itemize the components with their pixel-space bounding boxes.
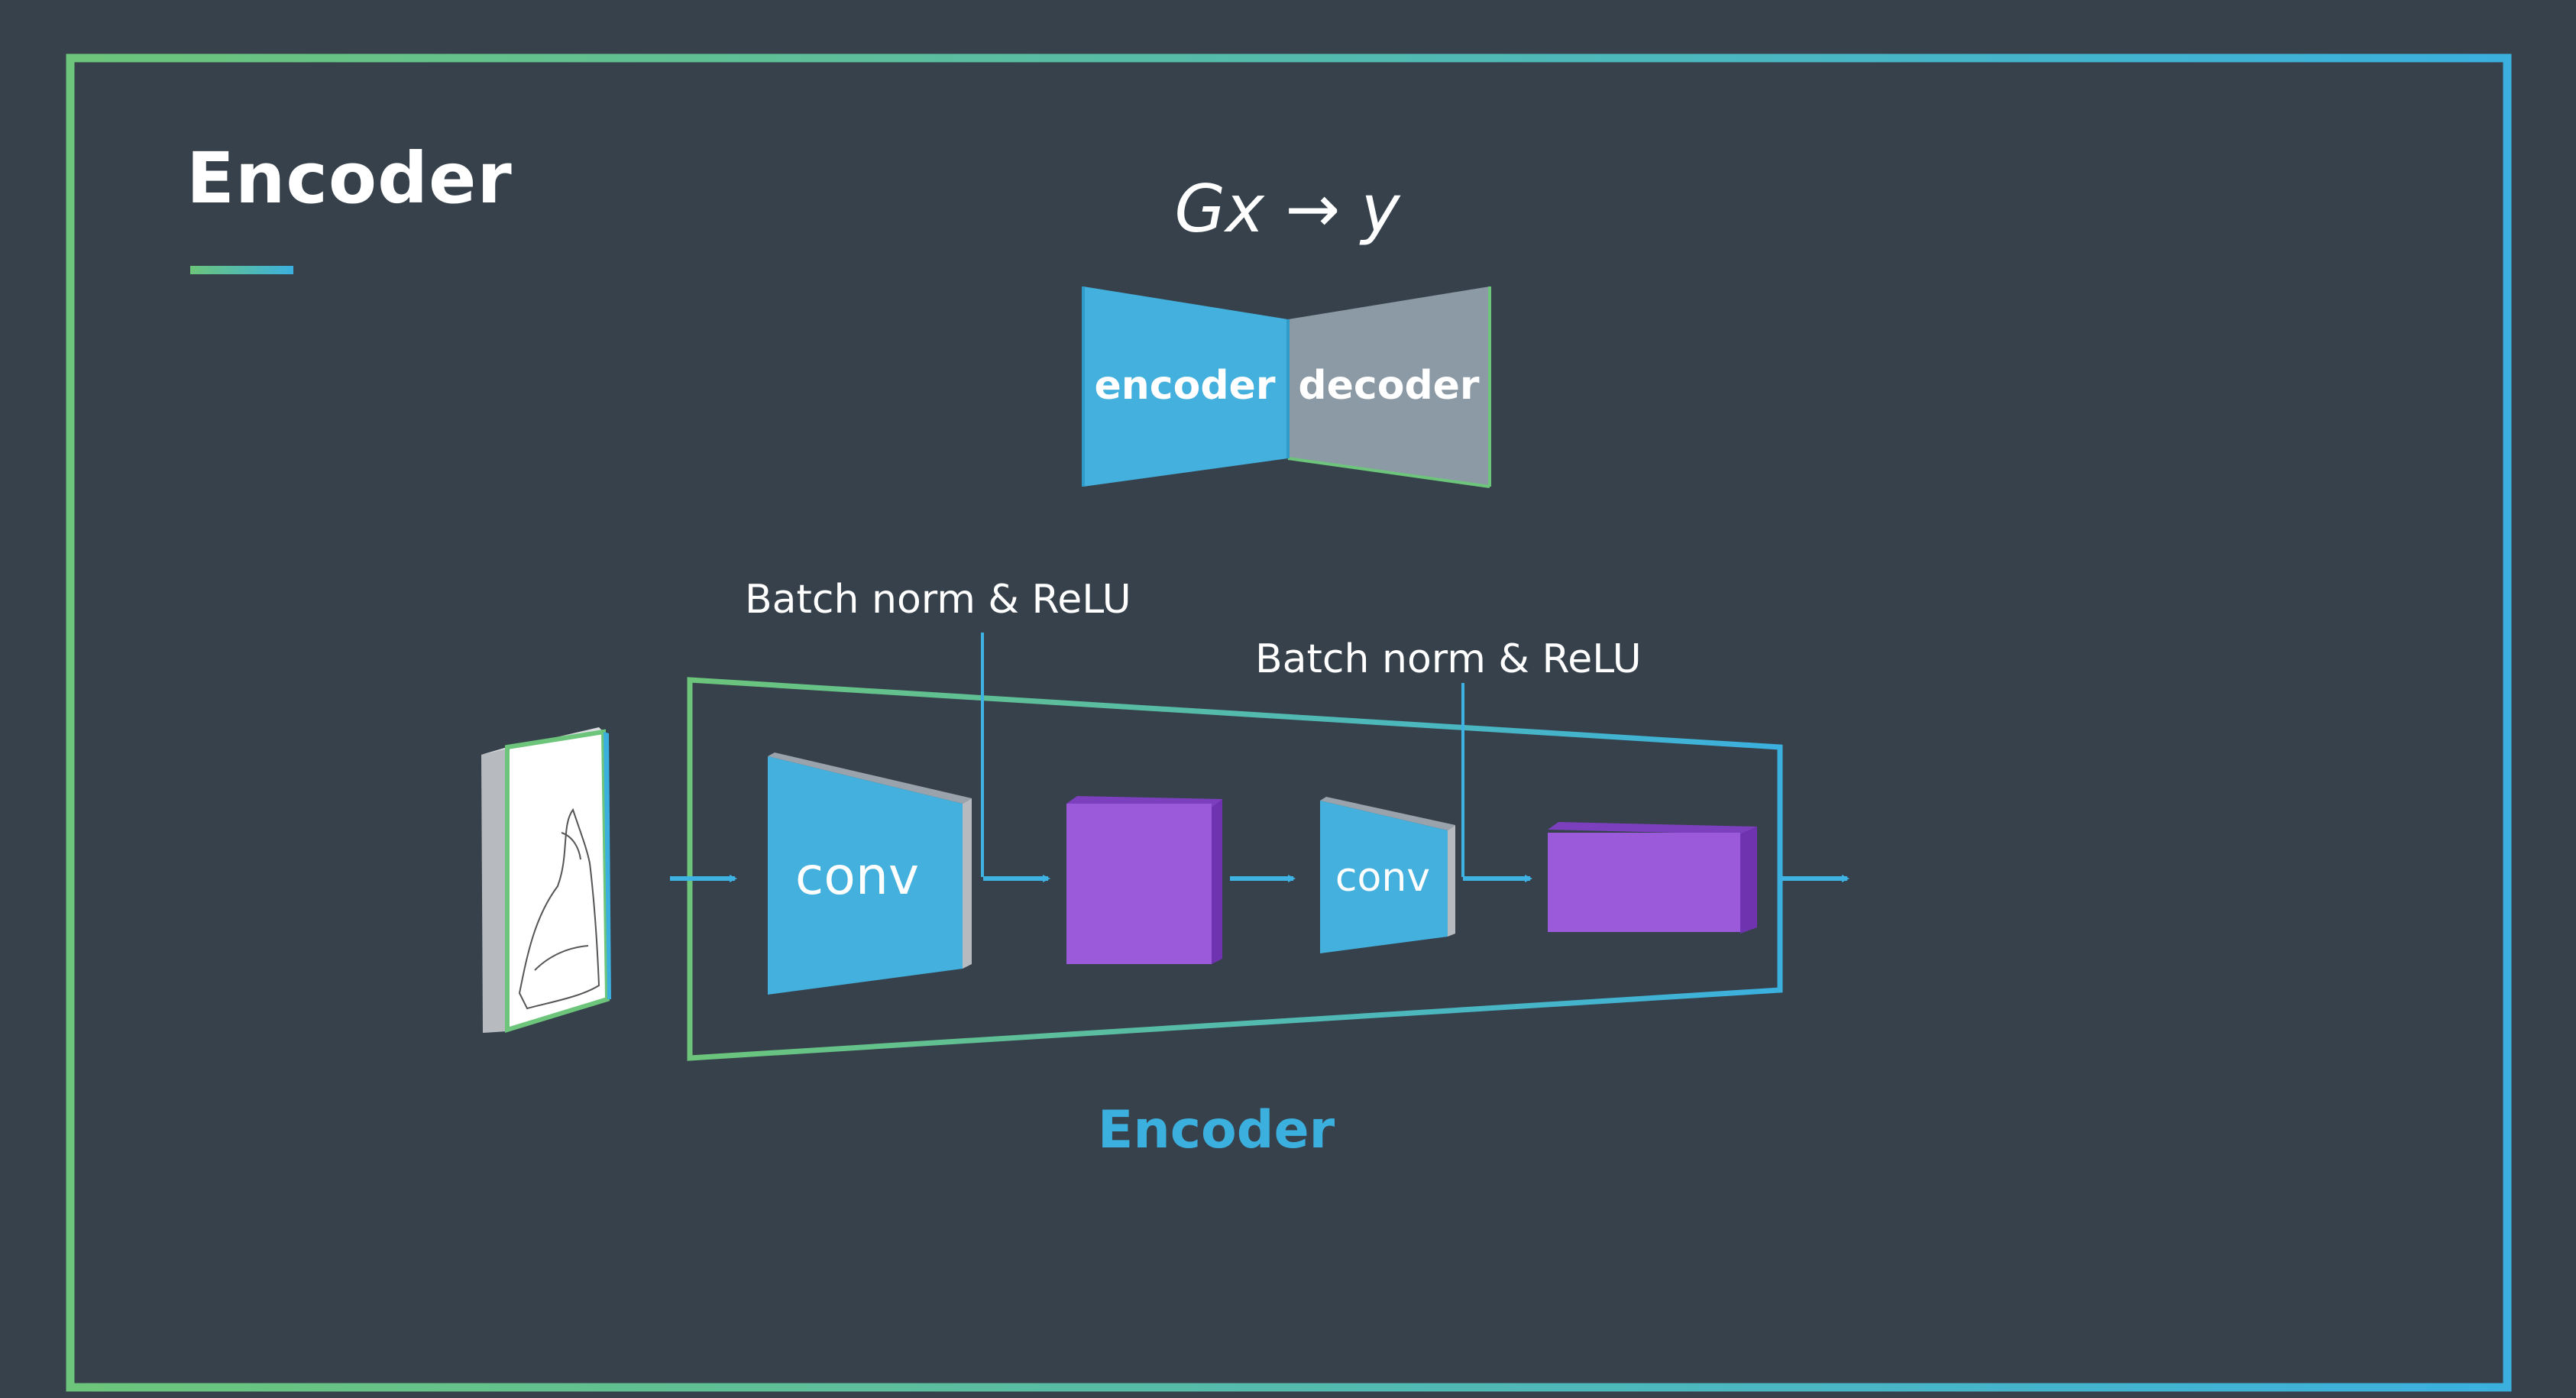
conv-block-1: conv — [768, 752, 972, 995]
title-underline — [190, 266, 293, 274]
conv-2-label: conv — [1335, 855, 1430, 901]
slide-title: Encoder — [186, 138, 513, 219]
overview-encoder-label: encoder — [1095, 363, 1276, 409]
feature-block-1 — [1066, 796, 1222, 964]
overview-decoder-label: decoder — [1298, 363, 1480, 409]
shoe-sketch-icon — [481, 727, 611, 1034]
encoder-frame — [687, 677, 1783, 1061]
slide-frame — [66, 53, 2512, 1392]
encoder-decoder-overview: encoder decoder — [1082, 286, 1491, 488]
annotation-batchnorm-2: Batch norm & ReLU — [1255, 636, 1642, 682]
overview-encoder-block — [1083, 286, 1288, 487]
feature-block-2 — [1548, 822, 1757, 934]
overview-decoder-block — [1288, 286, 1490, 487]
conv-block-2: conv — [1320, 797, 1455, 953]
formula: Gx → y — [1174, 171, 1400, 248]
conv-1-label: conv — [795, 846, 919, 907]
encoder-section-label: Encoder — [1098, 1100, 1335, 1160]
annotation-batchnorm-1: Batch norm & ReLU — [745, 577, 1131, 623]
